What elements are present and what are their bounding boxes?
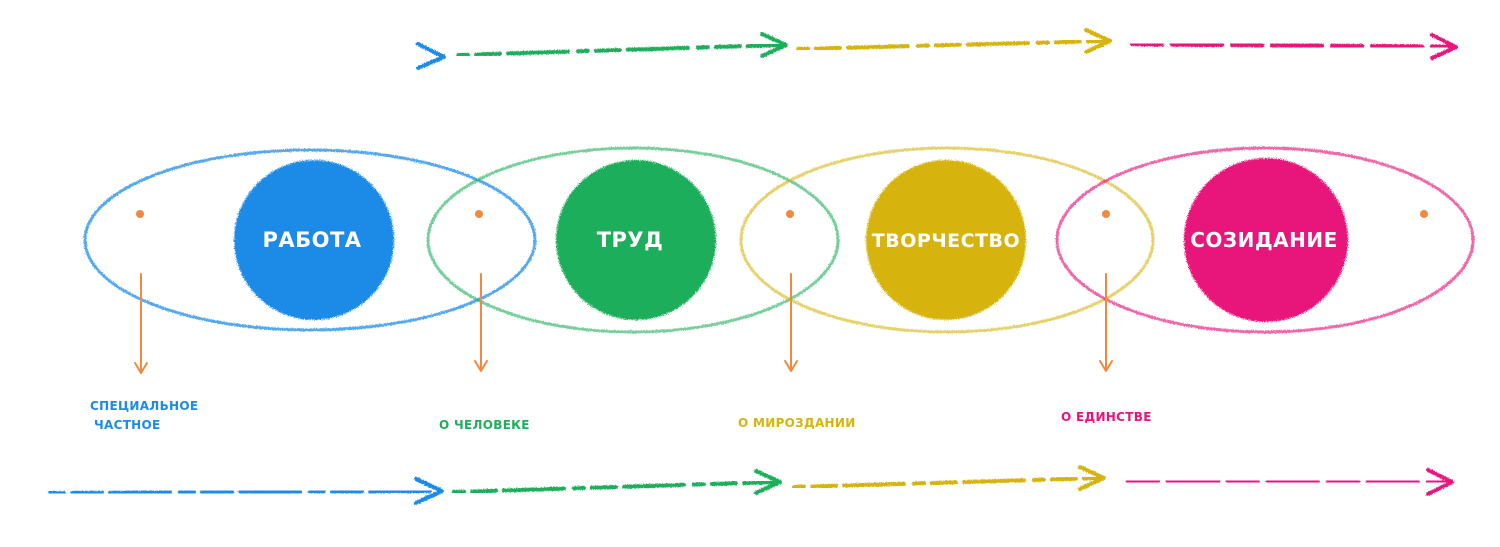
down-arrow (784, 273, 798, 372)
down-arrow (134, 273, 148, 374)
ellipse-yellow (739, 146, 1155, 334)
ellipse-blue (83, 148, 537, 332)
focus-dots (136, 210, 1428, 218)
bottom-arrow-row (48, 465, 1454, 505)
stage-labels: РАБОТА ТРУД ТВОРЧЕСТВО СОЗИДАНИЕ (262, 228, 1337, 252)
circle-blue (234, 160, 394, 320)
top-arrow-row (53, 28, 1458, 70)
focus-dot (786, 210, 794, 218)
stage-label-sozidanie: СОЗИДАНИЕ (1190, 228, 1338, 252)
focus-dot (1102, 210, 1110, 218)
arrow-segment-green-bottom (452, 469, 782, 495)
down-arrows (134, 273, 1113, 374)
circle-yellow (866, 160, 1026, 320)
stage-notes: СПЕЦИАЛЬНОЕ ЧАСТНОЕ О ЧЕЛОВЕКЕ О МИРОЗДА… (90, 399, 1152, 432)
ellipse-green (426, 146, 840, 334)
down-arrow (474, 273, 488, 372)
arrow-segment-yellow-top (796, 28, 1112, 54)
circle-pink (1184, 158, 1348, 322)
note-private: ЧАСТНОЕ (94, 418, 161, 432)
arrow-segment-green-top (456, 32, 788, 58)
focus-dot (136, 210, 144, 218)
note-human: О ЧЕЛОВЕКЕ (439, 418, 530, 432)
circles-group (234, 158, 1348, 322)
arrow-segment-pink-bottom (1125, 468, 1454, 496)
note-unity: О ЕДИНСТВЕ (1061, 410, 1152, 424)
down-arrow (1099, 273, 1113, 372)
stage-label-rabota: РАБОТА (262, 228, 361, 252)
note-special: СПЕЦИАЛЬНОЕ (90, 399, 198, 413)
focus-dot (1420, 210, 1428, 218)
arrow-segment-pink-top (1129, 33, 1458, 60)
stage-label-tvorchestvo: ТВОРЧЕСТВО (872, 230, 1020, 252)
focus-dot (475, 210, 483, 218)
note-universe: О МИРОЗДАНИИ (738, 416, 856, 430)
arrow-segment-blue-bottom (48, 477, 444, 505)
ellipse-pink (1055, 146, 1475, 334)
stage-label-trud: ТРУД (597, 228, 664, 252)
arrow-segment-yellow-bottom (792, 465, 1106, 491)
circle-green (556, 160, 716, 320)
arrow-segment-blue-top (53, 42, 446, 70)
ellipse-group (83, 146, 1475, 334)
